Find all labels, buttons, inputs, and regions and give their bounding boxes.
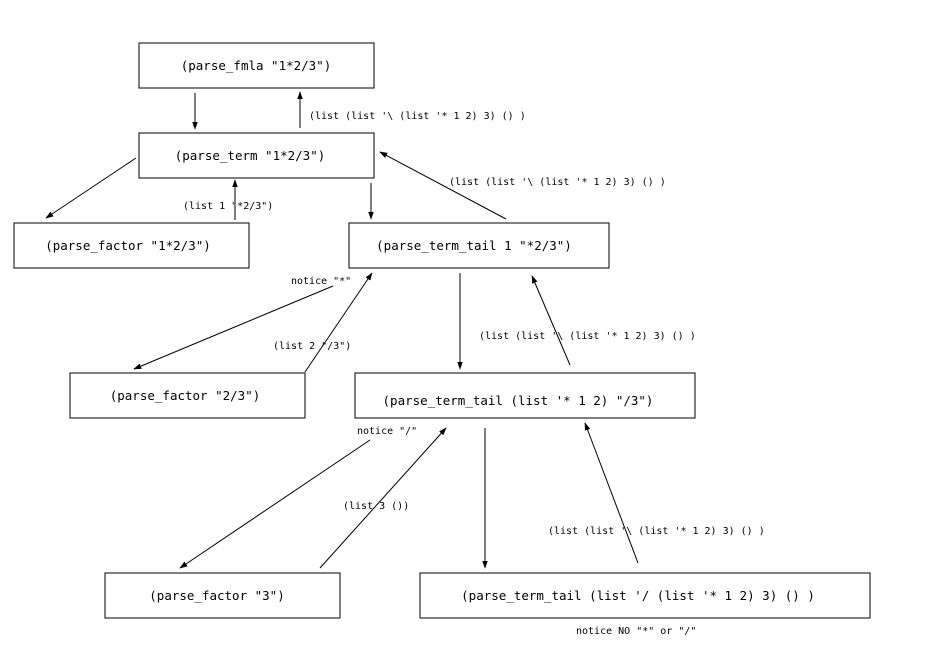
edge-tail-2-to-tail-1 bbox=[531, 275, 571, 366]
node-parse-fmla: (parse_fmla "1*2/3") bbox=[138, 42, 375, 89]
node-parse-factor-3-label: (parse_factor "3") bbox=[149, 588, 284, 603]
edge-tail-2-to-factor-3 bbox=[179, 439, 371, 569]
node-parse-term-tail-3-label: (parse_term_tail (list '/ (list '* 1 2) … bbox=[461, 588, 815, 603]
node-parse-term-tail-1: (parse_term_tail 1 "*2/3") bbox=[348, 222, 610, 269]
node-parse-term-tail-3: (parse_term_tail (list '/ (list '* 1 2) … bbox=[419, 572, 871, 619]
node-parse-term-tail-1-label: (parse_term_tail 1 "*2/3") bbox=[376, 238, 572, 253]
edge-term-to-factor-1 bbox=[45, 157, 137, 219]
node-parse-fmla-label: (parse_fmla "1*2/3") bbox=[181, 58, 332, 73]
edge-tail-1-to-factor-2 bbox=[133, 285, 334, 370]
edge-factor-2-to-tail-1 bbox=[304, 272, 373, 373]
edge-tail-3-to-tail-2 bbox=[584, 422, 639, 564]
node-parse-factor-1: (parse_factor "1*2/3") bbox=[13, 222, 250, 269]
edge-label-result-to-fmla: (list (list '\ (list '* 1 2) 3) () ) bbox=[309, 111, 526, 122]
edge-label-notice-none: notice NO "*" or "/" bbox=[576, 626, 696, 637]
edge-label-factor3-result: (list 3 ()) bbox=[343, 501, 409, 512]
edge-label-notice-slash: notice "/" bbox=[357, 426, 417, 437]
edge-label-result-to-tail1: (list (list '\ (list '* 1 2) 3) () ) bbox=[479, 331, 696, 342]
edge-label-factor2-result: (list 2 "/3") bbox=[273, 341, 351, 352]
edge-factor-3-to-tail-2 bbox=[319, 427, 447, 569]
edge-label-result-to-term: (list (list '\ (list '* 1 2) 3) () ) bbox=[449, 177, 666, 188]
node-parse-factor-2: (parse_factor "2/3") bbox=[69, 372, 306, 419]
node-parse-term-tail-2: (parse_term_tail (list '* 1 2) "/3") bbox=[354, 372, 696, 419]
node-parse-factor-3: (parse_factor "3") bbox=[104, 572, 341, 619]
node-parse-term-label: (parse_term "1*2/3") bbox=[175, 148, 326, 163]
node-parse-term: (parse_term "1*2/3") bbox=[138, 132, 375, 179]
edge-label-notice-star: notice "*" bbox=[291, 276, 351, 287]
node-parse-factor-1-label: (parse_factor "1*2/3") bbox=[45, 238, 211, 253]
edge-label-result-to-tail2: (list (list '\ (list '* 1 2) 3) () ) bbox=[548, 526, 765, 537]
node-parse-term-tail-2-label: (parse_term_tail (list '* 1 2) "/3") bbox=[383, 393, 654, 408]
edge-tail-1-to-term bbox=[379, 151, 507, 220]
node-parse-factor-2-label: (parse_factor "2/3") bbox=[110, 388, 261, 403]
edge-label-factor1-result: (list 1 "*2/3") bbox=[183, 201, 273, 212]
